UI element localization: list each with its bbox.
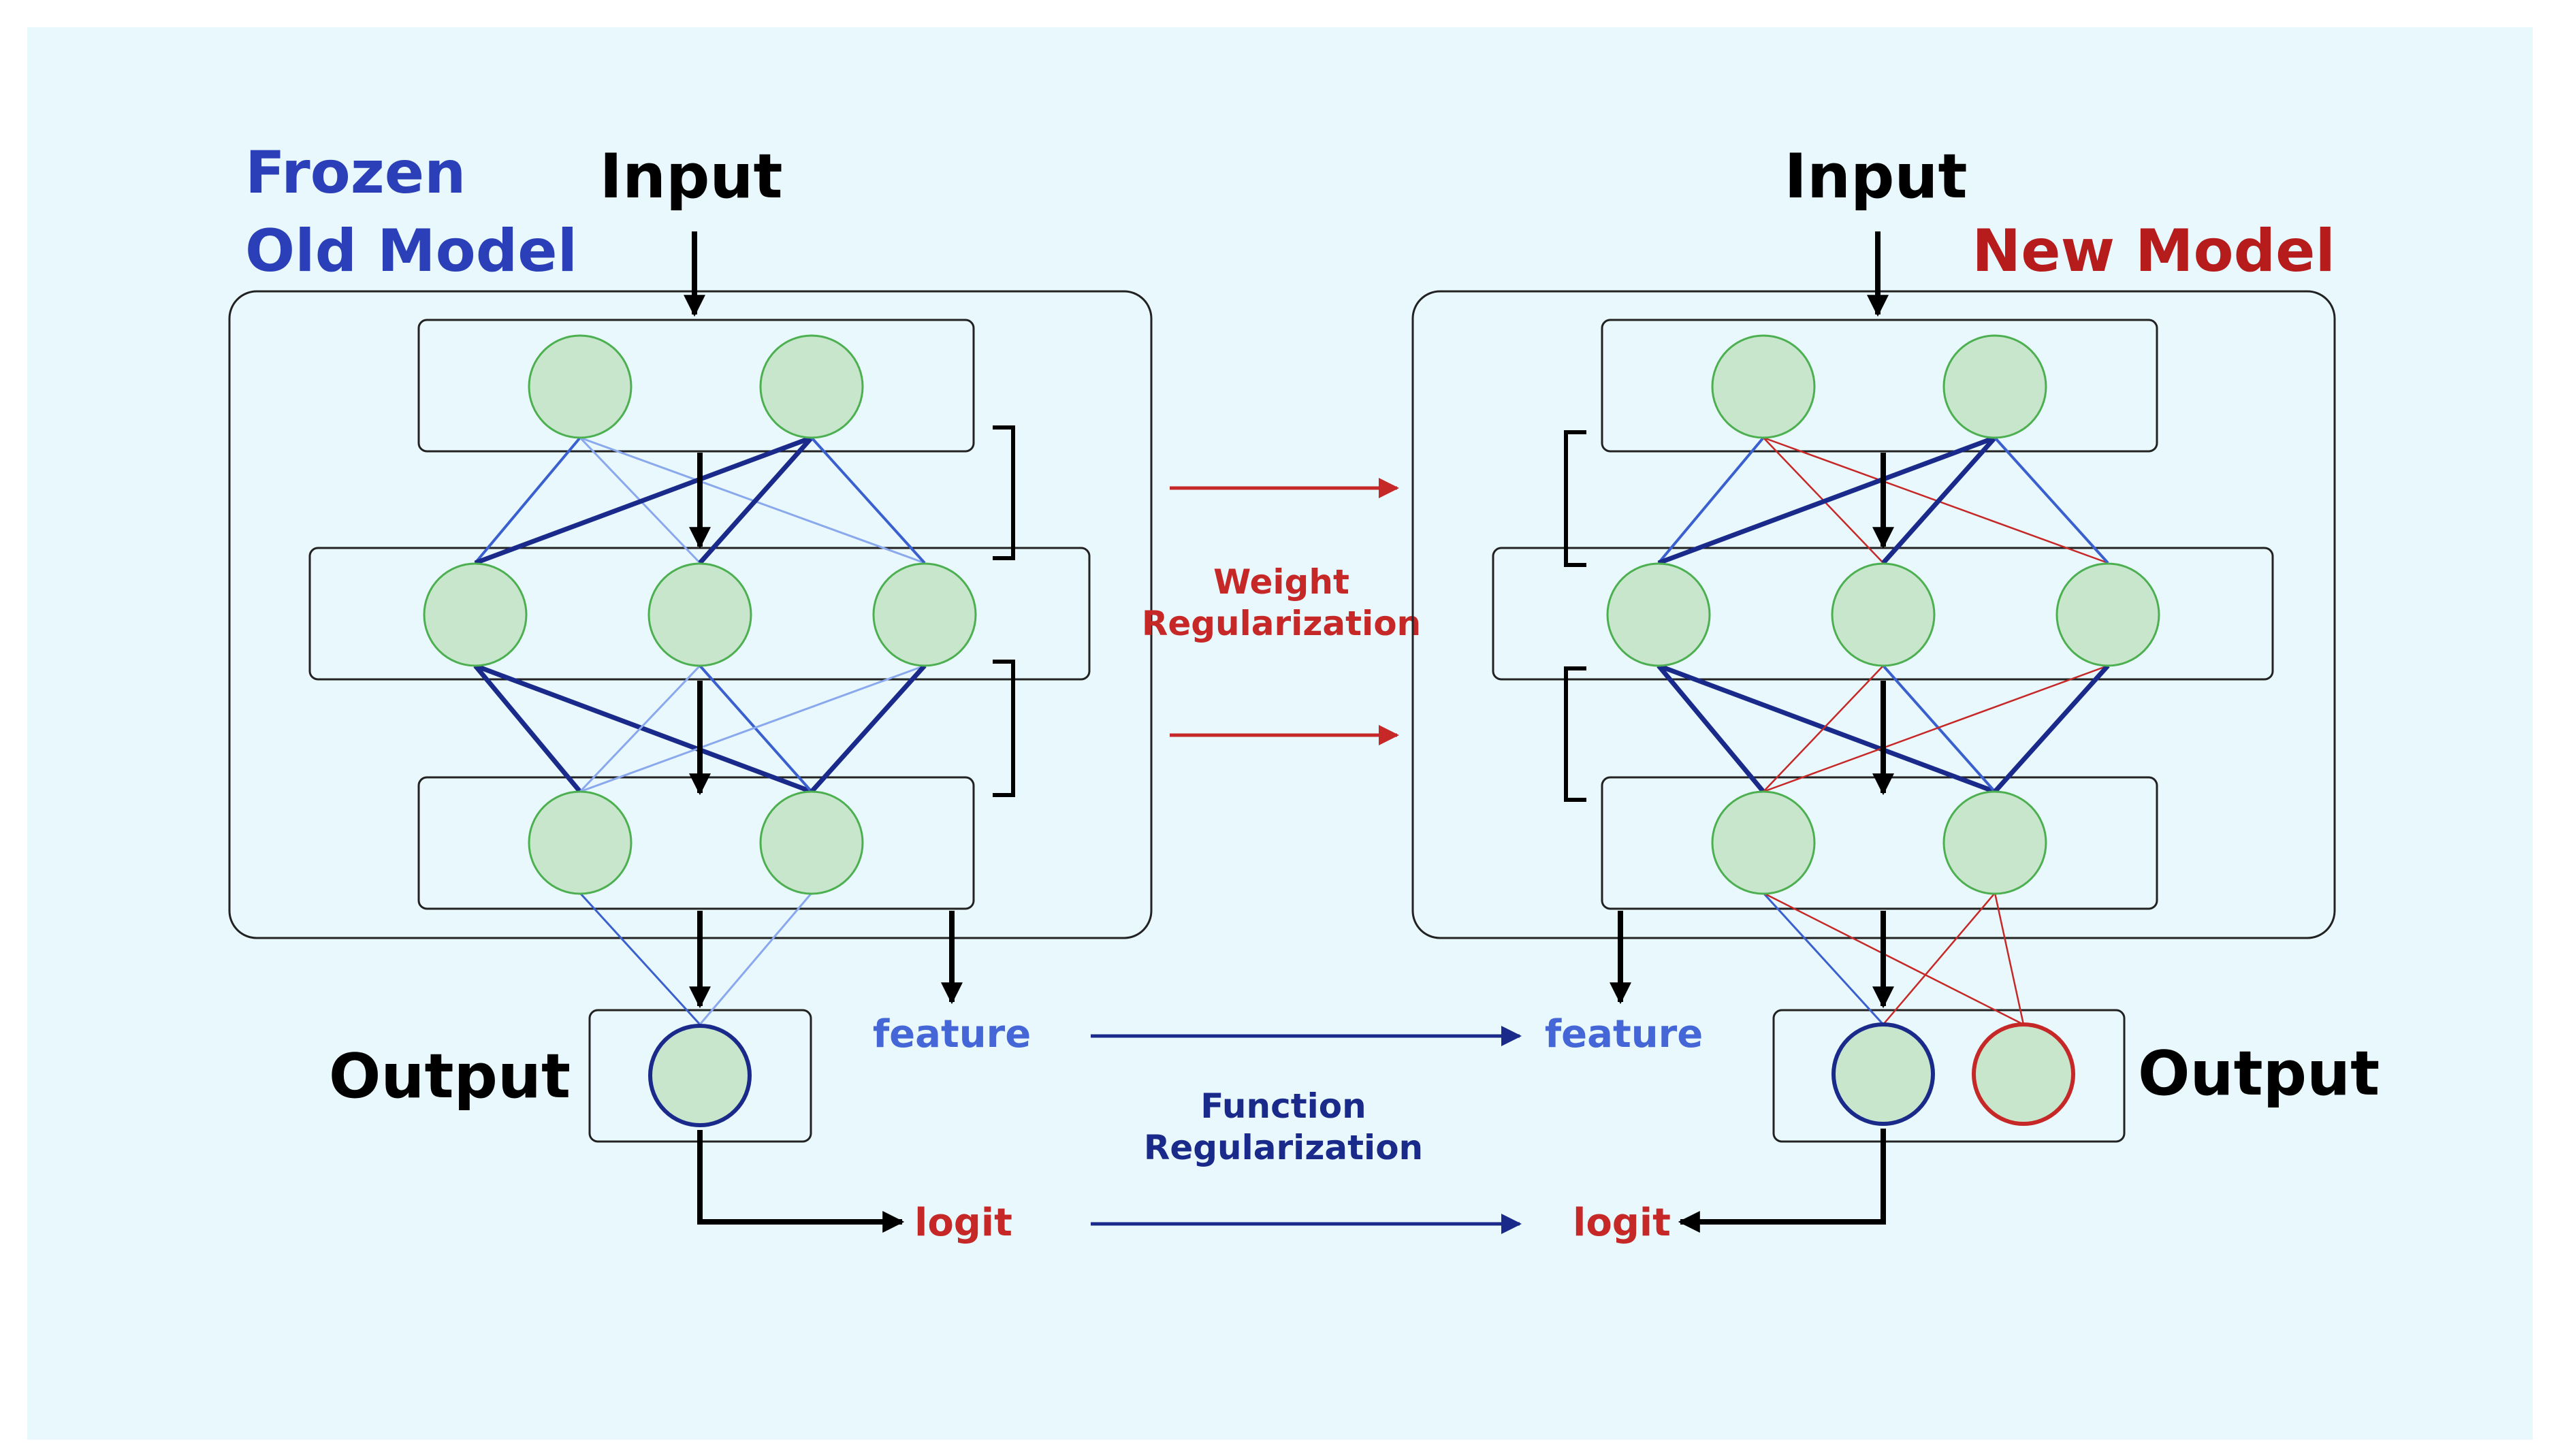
new-bracket-1 [1564, 430, 1586, 567]
old-model-title-old-model: Old Model [245, 217, 577, 285]
old-bracket-1 [993, 425, 1015, 560]
old-model-feature-label: feature [873, 1012, 1031, 1056]
weight-reg-label-1: Weight [1213, 562, 1349, 602]
old-node-l1-2 [759, 334, 864, 439]
new-model-connections-3-out [1762, 892, 2025, 1026]
new-model-layer-1 [1601, 319, 2158, 453]
weight-reg-label-2: Regularization [1142, 604, 1421, 643]
old-model-title-frozen: Frozen [245, 139, 466, 207]
old-model-connections-2-3 [473, 663, 927, 794]
new-node-l2-2 [1831, 562, 1936, 667]
old-node-l1-1 [528, 334, 633, 439]
new-node-output-new [1972, 1022, 2075, 1126]
new-bracket-2 [1564, 666, 1586, 802]
old-model-outer-box [228, 290, 1153, 939]
old-node-output [648, 1024, 752, 1127]
old-node-l3-1 [528, 790, 633, 895]
new-logit-arrow [1678, 1129, 1886, 1233]
old-model-logit-label: logit [914, 1201, 1012, 1245]
old-node-l3-2 [759, 790, 864, 895]
old-node-l2-1 [423, 562, 528, 667]
old-model-connections-1-2 [474, 435, 926, 566]
new-model-feature-label: feature [1545, 1012, 1703, 1056]
old-node-l2-3 [872, 562, 977, 667]
new-model-connections-1-2 [1657, 435, 2109, 566]
old-logit-arrow [697, 1130, 905, 1233]
new-node-l1-1 [1711, 334, 1816, 439]
new-model-logit-label: logit [1573, 1201, 1671, 1245]
old-model-connections-3-out [579, 892, 813, 1026]
old-model-output-label: Output [329, 1041, 571, 1112]
new-model-connections-2-3 [1657, 663, 2110, 794]
new-model-title: New Model [1972, 217, 2335, 285]
new-node-l3-2 [1942, 790, 2047, 895]
new-model-outer-box [1411, 290, 2336, 939]
old-model: Frozen Old Model Input [228, 139, 1153, 1245]
new-node-l3-1 [1711, 790, 1816, 895]
new-node-output-old [1831, 1022, 1935, 1126]
old-bracket-2 [993, 660, 1015, 797]
function-reg-label-1: Function [1200, 1086, 1366, 1126]
new-model-output-label: Output [2138, 1038, 2380, 1110]
new-model-input-label: Input [1784, 141, 1967, 212]
old-node-l2-2 [647, 562, 752, 667]
new-model: Input New Model [1411, 141, 2380, 1245]
old-model-input-label: Input [599, 141, 782, 212]
new-node-l2-1 [1606, 562, 1711, 667]
new-model-output-box [1772, 1009, 2126, 1143]
regularization-middle: Weight Regularization Function Regulariz… [1091, 478, 1522, 1234]
old-model-layer-1 [417, 319, 975, 453]
function-reg-label-2: Regularization [1144, 1128, 1423, 1167]
new-node-l2-3 [2055, 562, 2160, 667]
new-node-l1-2 [1942, 334, 2047, 439]
